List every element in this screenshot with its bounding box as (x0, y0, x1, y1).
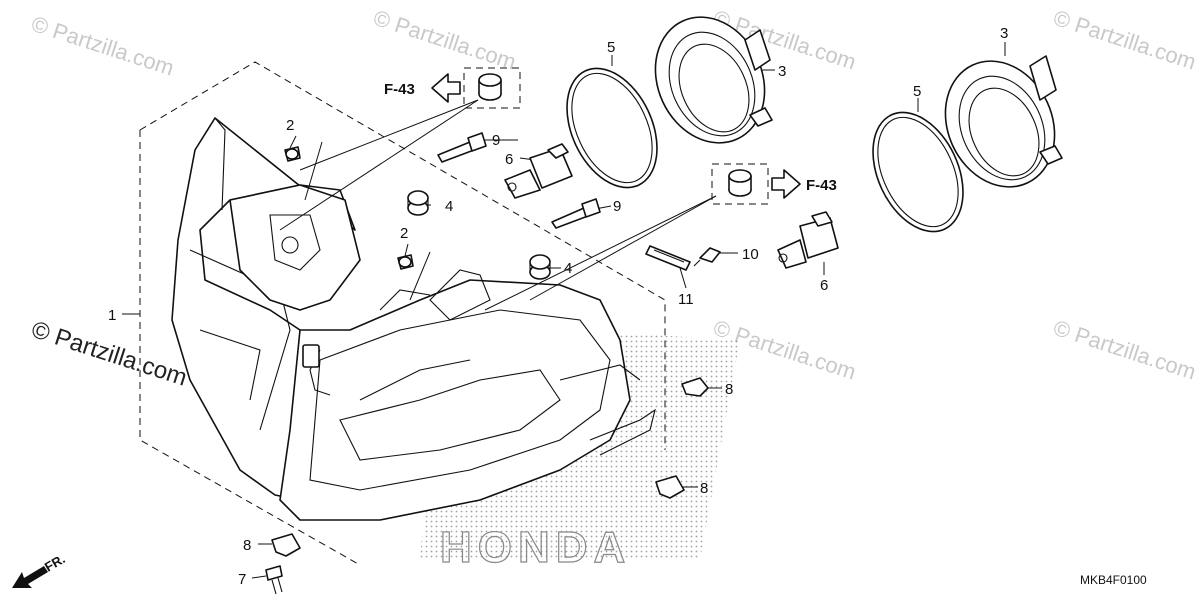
ring-part-5-left[interactable] (549, 54, 675, 202)
clip-part-8-upper[interactable] (681, 377, 709, 397)
brand-watermark: HONDA (440, 523, 631, 572)
bulb-part-6-right[interactable] (777, 211, 839, 269)
clip-part-8-lower[interactable] (271, 533, 301, 557)
callout-10: 10 (742, 246, 759, 263)
grommet-part-4-upper[interactable] (407, 190, 429, 216)
headlight-assembly[interactable] (171, 117, 656, 521)
watermark: © Partzilla.com (1050, 315, 1199, 385)
callout-8-lower: 8 (243, 537, 251, 554)
callout-5-right: 5 (913, 83, 921, 100)
watermark: © Partzilla.com (370, 5, 519, 75)
callout-2-lower: 2 (400, 225, 408, 242)
strap-part-11[interactable] (645, 245, 691, 271)
watermark-main: © Partzilla.com (28, 316, 190, 392)
callout-8-middle: 8 (700, 480, 708, 497)
bolt-part-7[interactable] (265, 565, 283, 595)
clip-part-8-middle[interactable] (655, 475, 685, 499)
screw-part-2-lower[interactable] (397, 254, 414, 270)
watermark: © Partzilla.com (28, 11, 177, 81)
callout-8-upper: 8 (725, 381, 733, 398)
callout-3-right: 3 (1000, 25, 1008, 42)
ref-left-label: F-43 (384, 81, 415, 98)
callout-6-right: 6 (820, 277, 828, 294)
callout-labels: 1 2 2 3 3 4 4 5 5 6 6 7 8 8 8 9 9 10 11 (108, 25, 1008, 588)
grommet-ref-right[interactable] (728, 169, 752, 197)
callout-5-left: 5 (607, 39, 615, 56)
callout-9-upper: 9 (492, 132, 500, 149)
callout-7: 7 (238, 571, 246, 588)
assembly-boundary (122, 61, 666, 566)
ref-left[interactable]: F-43 (384, 67, 521, 109)
grommet-ref-left[interactable] (478, 73, 502, 101)
ring-part-5-right[interactable] (855, 98, 981, 246)
bolt-part-9-upper[interactable] (437, 132, 487, 163)
callout-1: 1 (108, 307, 116, 324)
bulb-part-6-left[interactable] (504, 143, 573, 199)
screw-part-2-upper[interactable] (284, 146, 301, 162)
front-indicator: FR. (12, 551, 68, 588)
callout-9-lower: 9 (613, 198, 621, 215)
watermark: © Partzilla.com (1050, 5, 1199, 75)
screw-part-10[interactable] (693, 247, 721, 267)
callout-3-left: 3 (778, 63, 786, 80)
cap-part-3-right[interactable] (925, 43, 1074, 205)
diagram-code: MKB4F0100 (1080, 573, 1147, 587)
ref-right[interactable]: F-43 (711, 163, 837, 205)
grommet-part-4-lower[interactable] (529, 254, 551, 280)
callout-2-upper: 2 (286, 117, 294, 134)
bolt-part-9-lower[interactable] (551, 198, 601, 229)
callout-6-left: 6 (505, 151, 513, 168)
callout-4-upper: 4 (445, 198, 453, 215)
callout-11: 11 (678, 291, 694, 308)
cap-part-3-left[interactable] (635, 0, 784, 161)
callout-4-lower: 4 (564, 260, 572, 277)
ref-right-label: F-43 (806, 177, 837, 194)
